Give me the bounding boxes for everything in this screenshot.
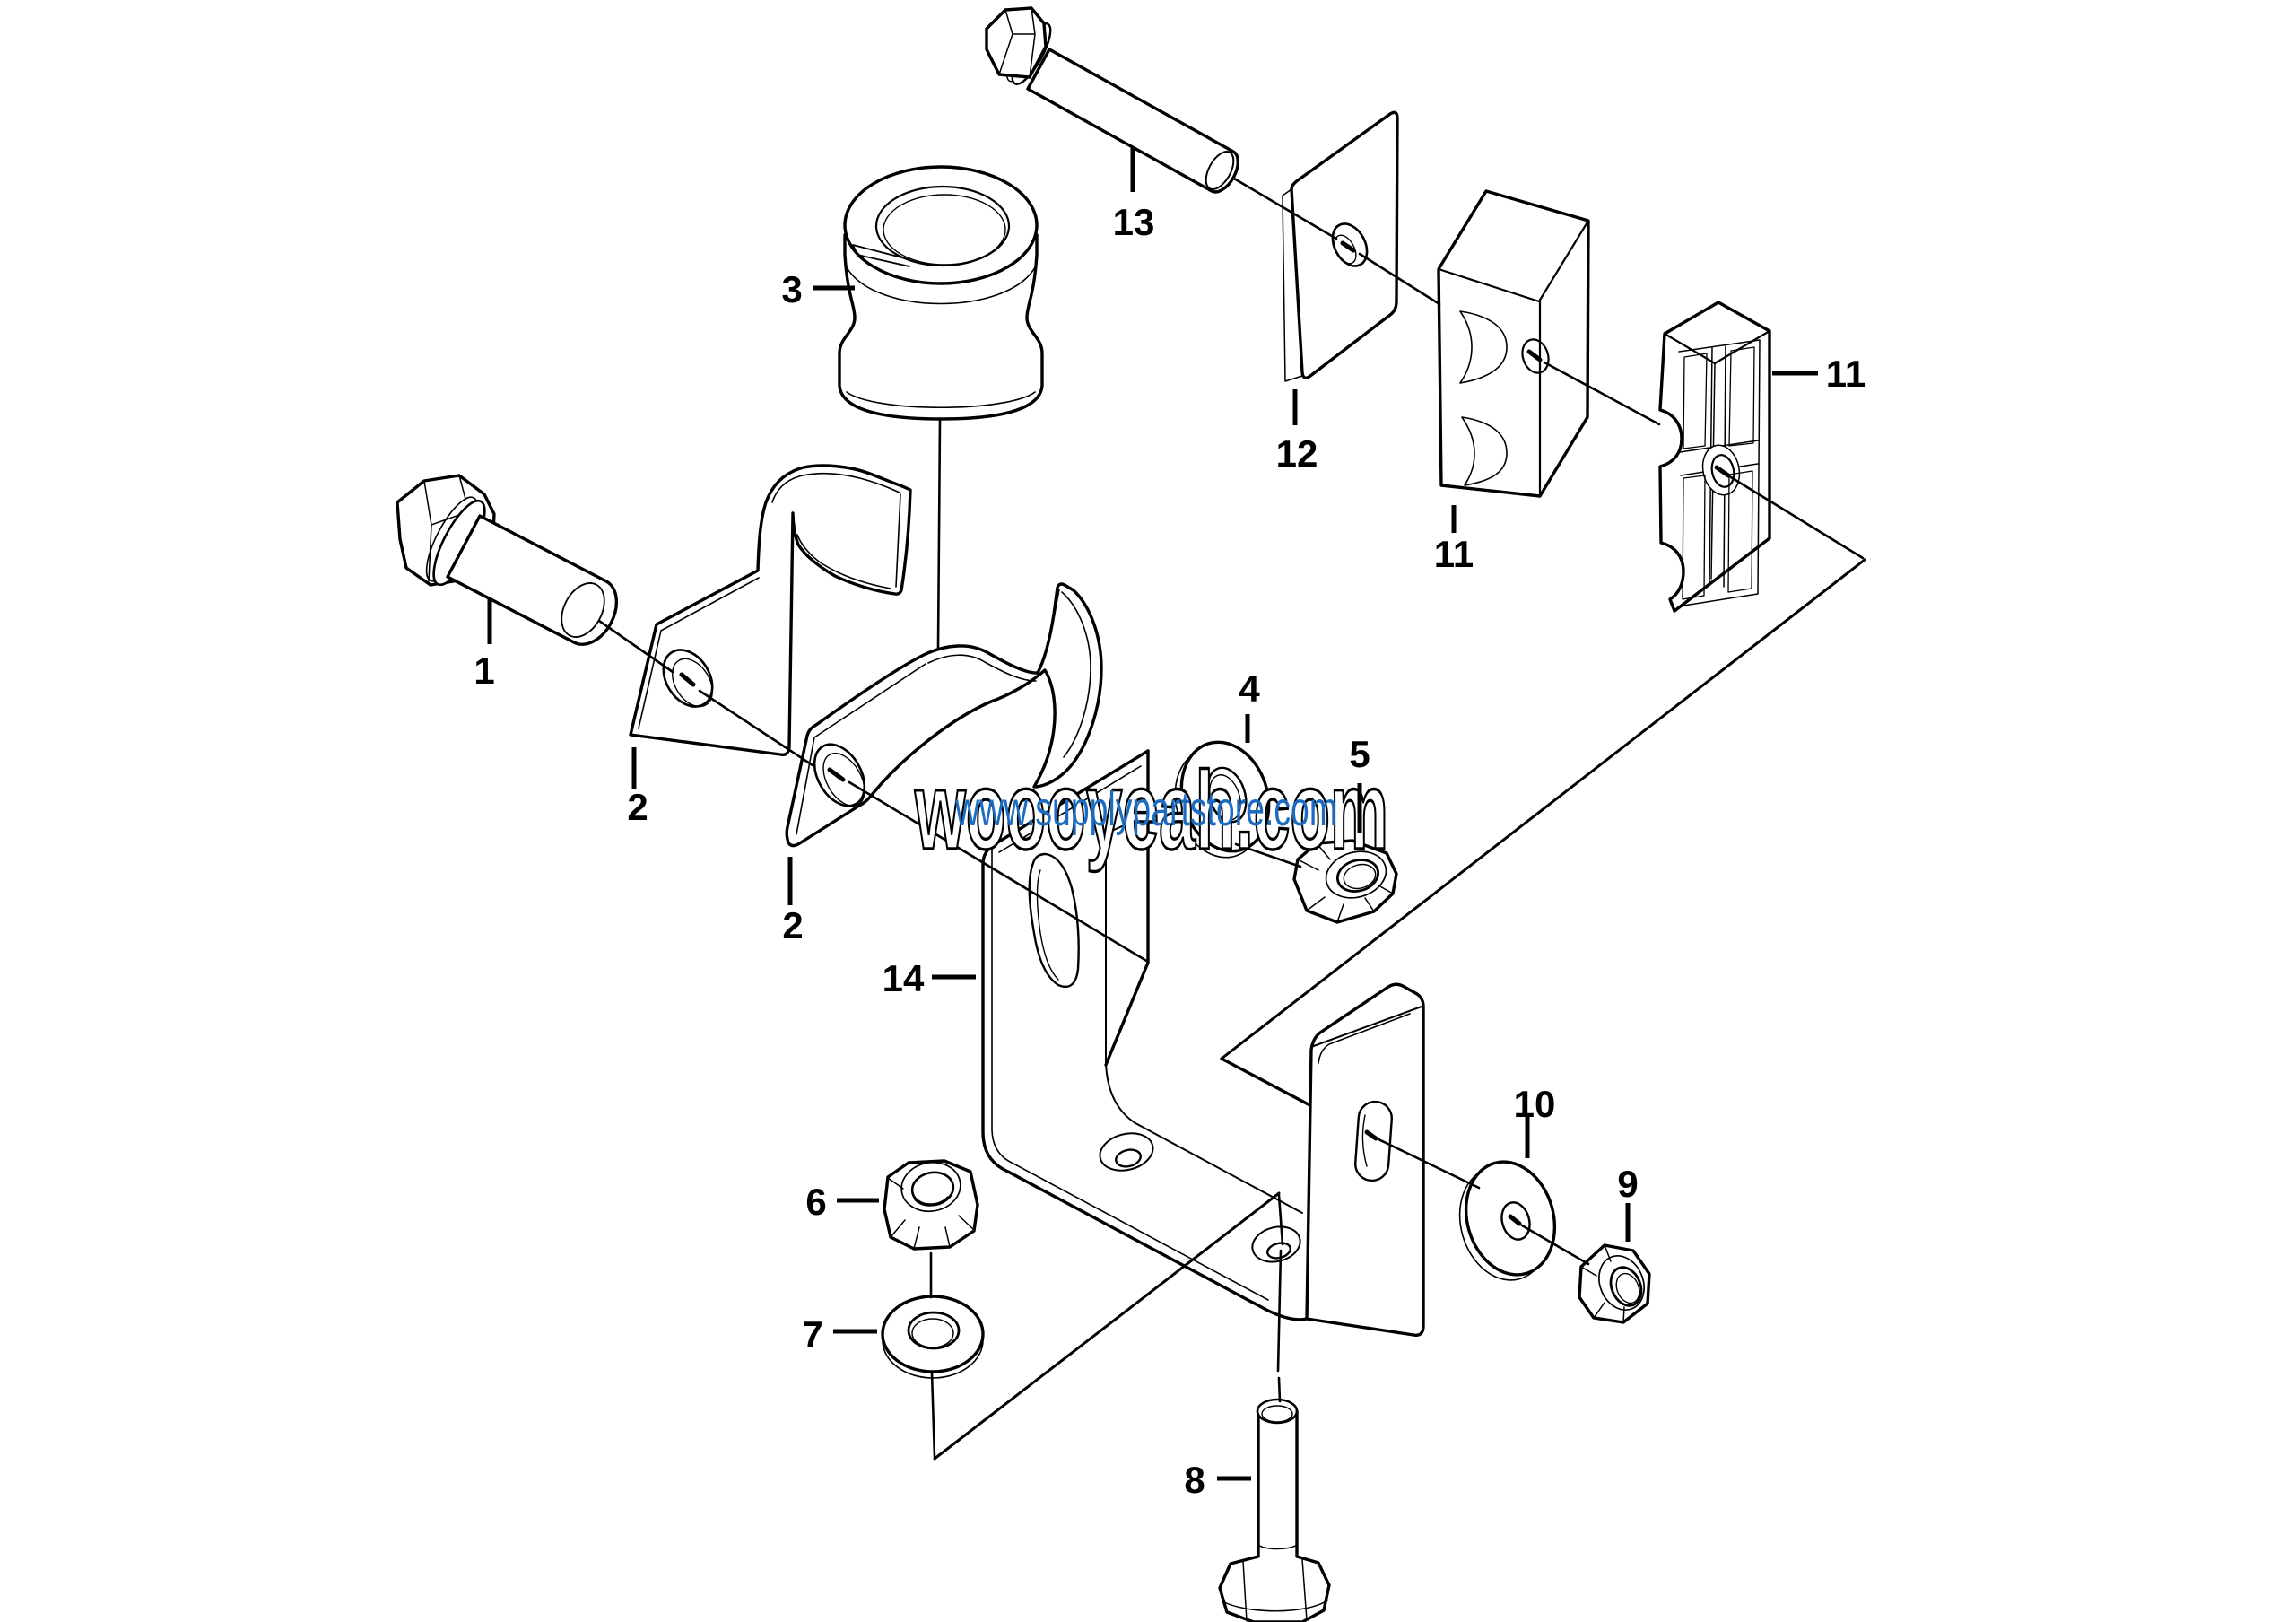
svg-text:woooyeah.com: woooyeah.com bbox=[914, 750, 1388, 873]
svg-text:13: 13 bbox=[1113, 201, 1155, 243]
svg-text:9: 9 bbox=[1617, 1163, 1638, 1205]
svg-text:10: 10 bbox=[1514, 1083, 1556, 1125]
svg-text:1: 1 bbox=[474, 650, 494, 692]
svg-text:4: 4 bbox=[1239, 667, 1260, 710]
svg-text:6: 6 bbox=[805, 1181, 826, 1223]
svg-text:7: 7 bbox=[802, 1313, 822, 1356]
svg-text:www.supplypartstore.com: www.supplypartstore.com bbox=[954, 782, 1337, 836]
svg-text:2: 2 bbox=[627, 786, 648, 828]
svg-text:14: 14 bbox=[883, 957, 925, 999]
svg-text:5: 5 bbox=[1349, 733, 1370, 775]
svg-text:11: 11 bbox=[1434, 533, 1474, 575]
svg-text:3: 3 bbox=[781, 268, 802, 310]
svg-text:12: 12 bbox=[1276, 432, 1318, 475]
svg-text:11: 11 bbox=[1826, 353, 1866, 395]
svg-text:2: 2 bbox=[782, 904, 803, 946]
svg-text:8: 8 bbox=[1184, 1459, 1205, 1501]
